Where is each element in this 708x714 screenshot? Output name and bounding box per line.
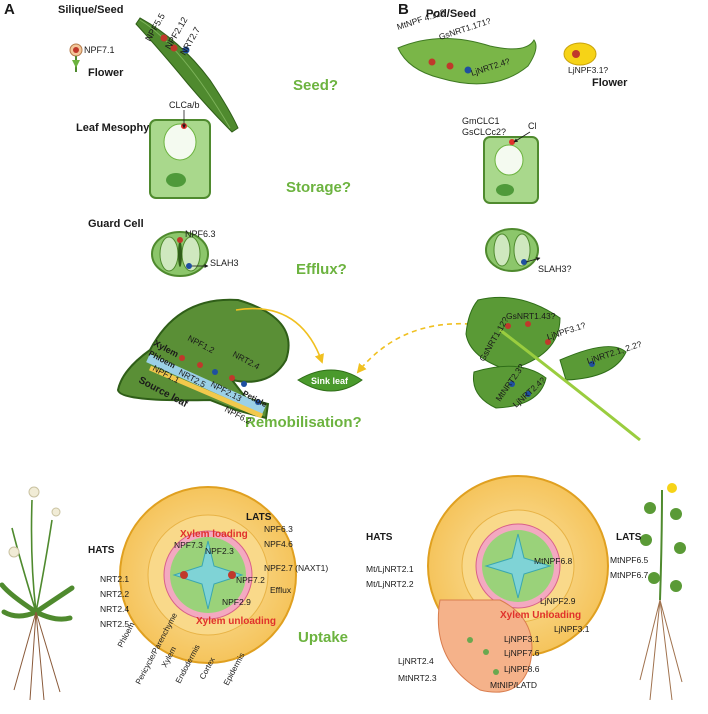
guard-cell-left (151, 231, 209, 277)
flower-right (563, 42, 597, 66)
right-inner-gene-8: MtNRT2.3 (398, 673, 437, 683)
guard-cell-right (485, 228, 539, 272)
question-storage: Storage? (286, 179, 351, 196)
root-section-left (119, 486, 297, 664)
lats-left-gene-4: Efflux (270, 585, 292, 595)
right-inner-gene-7: LjNRT2.4 (398, 656, 434, 666)
inner-left-gene-1: NPF7.3 (174, 540, 203, 550)
guard-gene-2: SLAH3 (210, 258, 239, 268)
hats-left: HATS (88, 545, 115, 556)
right-inner-gene-6: LjNPF8.6 (504, 664, 540, 674)
clc-ion: Cl (528, 121, 537, 131)
right-inner-gene-9: MtNIP/LATD (490, 680, 537, 690)
panel-b-label: B (398, 1, 409, 18)
pod-title: Pod/Seed (426, 8, 476, 20)
lats-left: LATS (246, 512, 272, 523)
question-uptake: Uptake (298, 629, 348, 646)
right-inner-gene-3: LjNPF3.1 (554, 624, 590, 634)
source-leaf (116, 298, 290, 420)
remob-arrow-left (235, 307, 324, 364)
question-remobilisation: Remobilisation? (245, 414, 362, 431)
guard-gene-1: NPF6.3 (185, 229, 216, 239)
lats-left-gene-3: NPF2.7 (NAXT1) (264, 563, 328, 573)
question-efflux: Efflux? (296, 261, 347, 278)
right-inner-gene-5: LjNPF7.6 (504, 648, 540, 658)
inner-left-gene-3: NPF7.2 (236, 575, 265, 585)
lats-right-gene-1: MtNPF6.5 (610, 555, 649, 565)
hats-left-gene-2: NRT2.2 (100, 589, 129, 599)
clc-gene-2: GsCLCc2? (462, 127, 506, 137)
root-section-right (427, 475, 609, 693)
hats-right: HATS (366, 532, 393, 543)
flower-left (69, 43, 83, 72)
guard-right-gene: SLAH3? (538, 264, 572, 274)
hats-right-gene-2: Mt/LjNRT2.2 (366, 579, 414, 589)
mesophyll-cell (149, 119, 211, 199)
lats-left-gene-2: NPF4.6 (264, 539, 293, 549)
clc-gene-1: GmCLC1 (462, 116, 500, 126)
arabidopsis-plant (0, 486, 75, 701)
silique (135, 17, 239, 133)
mesophyll-title: Leaf Mesophyll (76, 122, 155, 134)
xylem-unloading-right: Xylem Unloading (500, 610, 581, 621)
silique-title: Silique/Seed (58, 4, 123, 16)
sink-leaf (297, 369, 363, 392)
pod (397, 38, 537, 85)
right-inner-gene-1: MtNPF6.8 (534, 556, 573, 566)
sink-leaf-label: Sink leaf (311, 376, 349, 386)
lats-left-gene-1: NPF6.3 (264, 524, 293, 534)
medicago-plant (639, 483, 686, 701)
xylem-unloading-label: Xylem unloading (196, 616, 276, 627)
flower-right-gene: LjNPF3.1? (568, 65, 608, 75)
right-inner-gene-2: LjNPF2.9 (540, 596, 576, 606)
clc-cell (483, 136, 539, 204)
panel-a-label: A (4, 1, 15, 18)
silique-transporter-3 (182, 46, 190, 54)
hats-right-gene-1: Mt/LjNRT2.1 (366, 564, 414, 574)
hats-left-gene-4: NRT2.5 (100, 619, 129, 629)
guard-cell-title: Guard Cell (88, 218, 144, 230)
flower-right-title: Flower (592, 77, 628, 89)
compound-leaf (465, 296, 641, 442)
xylem-loading-label: Xylem loading (180, 529, 248, 540)
question-seed: Seed? (293, 77, 338, 94)
mesophyll-gene: CLCa/b (169, 100, 200, 110)
inner-left-gene-4: NPF2.9 (222, 597, 251, 607)
hats-left-gene-3: NRT2.4 (100, 604, 129, 614)
hats-left-gene-1: NRT2.1 (100, 574, 129, 584)
inner-left-gene-2: NPF2.3 (205, 546, 234, 556)
right-leaf-gene-1: GsNRT1.43? (506, 311, 556, 321)
remob-arrow-right (356, 322, 471, 374)
lats-right: LATS (616, 532, 642, 543)
lats-right-gene-2: MtNPF6.7 (610, 570, 649, 580)
flower-left-title: Flower (88, 67, 124, 79)
silique-transporter-2 (170, 44, 178, 52)
silique-transporter-1 (160, 34, 168, 42)
right-inner-gene-4: LjNPF3.1 (504, 634, 540, 644)
flower-left-gene: NPF7.1 (84, 45, 115, 55)
